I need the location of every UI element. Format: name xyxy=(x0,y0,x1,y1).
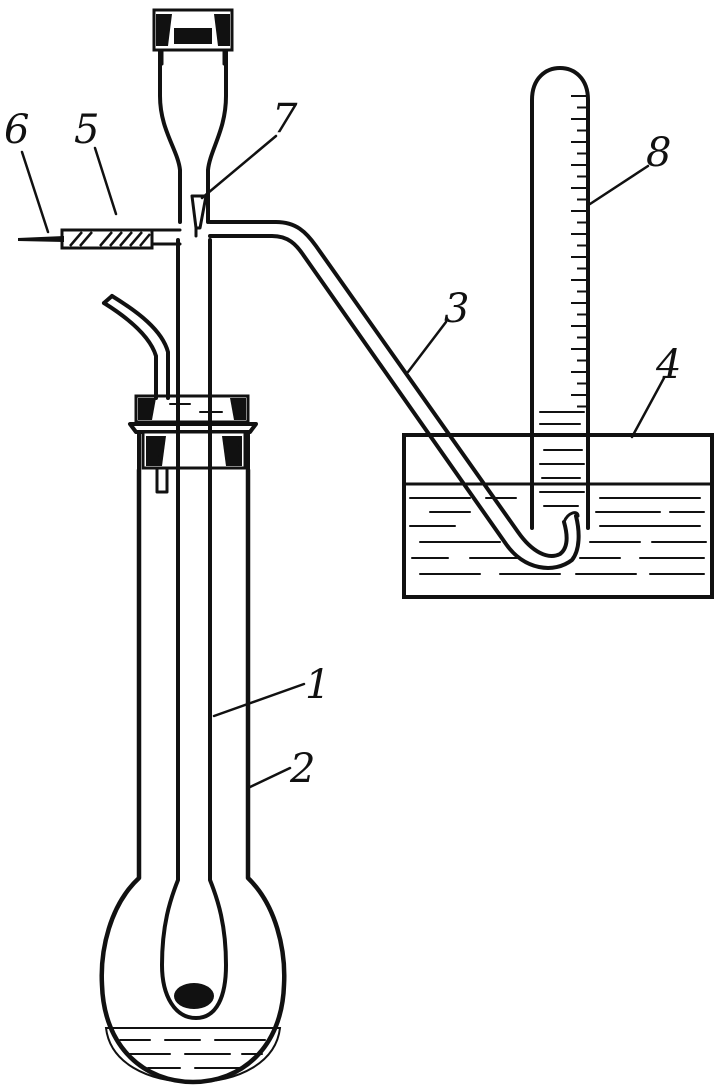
hook xyxy=(190,194,208,238)
eudiometer-water xyxy=(539,411,585,507)
sample-ampoule xyxy=(174,983,214,1009)
trough-water-dashes xyxy=(409,497,707,575)
label-3: 3 xyxy=(444,286,469,332)
label-5: 5 xyxy=(74,107,99,153)
upper-stopper xyxy=(134,394,250,424)
label-1: 1 xyxy=(305,662,330,708)
label-2: 2 xyxy=(289,746,315,792)
labels: 1 2 3 4 5 6 7 8 xyxy=(4,96,681,792)
delivery-tube xyxy=(208,220,581,570)
label-6: 6 xyxy=(4,107,29,153)
side-arm xyxy=(18,228,182,250)
jacket-stopper xyxy=(141,430,247,494)
trough-outline xyxy=(402,433,714,599)
eudiometer-scale xyxy=(571,95,587,408)
jacket-outline xyxy=(99,467,287,1085)
glass-rod xyxy=(18,236,64,242)
leader-lines xyxy=(20,134,666,790)
inner-tube xyxy=(160,238,228,1020)
eudiometer xyxy=(530,66,590,530)
vent-tube xyxy=(102,294,170,400)
top-funnel xyxy=(152,8,234,224)
water-trough xyxy=(402,433,714,599)
label-7: 7 xyxy=(272,96,298,142)
label-8: 8 xyxy=(646,130,671,176)
outer-jacket xyxy=(99,422,287,1085)
label-4: 4 xyxy=(655,342,681,388)
jacket-liquid-dashes xyxy=(119,1039,266,1069)
